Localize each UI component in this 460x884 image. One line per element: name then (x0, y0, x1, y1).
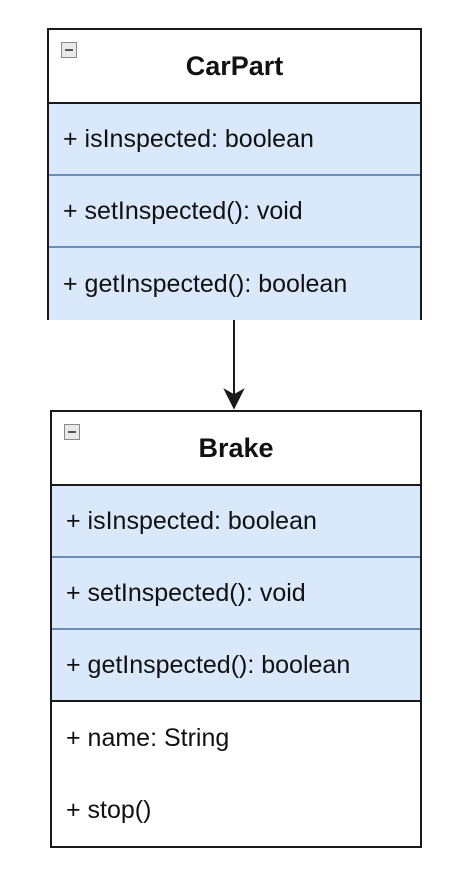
member-row[interactable]: + stop() (52, 774, 420, 846)
member-row[interactable]: + name: String (52, 702, 420, 774)
member-row[interactable]: + getInspected(): boolean (49, 248, 420, 320)
class-title-brake: Brake (198, 432, 274, 463)
class-header-brake: Brake (52, 412, 420, 486)
member-row[interactable]: + setInspected(): void (52, 558, 420, 630)
collapse-toggle-icon[interactable] (61, 42, 77, 58)
class-brake[interactable]: Brake + isInspected: boolean + setInspec… (50, 410, 422, 848)
class-carpart[interactable]: CarPart + isInspected: boolean + setInsp… (47, 28, 422, 320)
class-title-carpart: CarPart (185, 50, 284, 81)
collapse-toggle-icon[interactable] (64, 424, 80, 440)
class-header-carpart: CarPart (49, 30, 420, 104)
member-row[interactable]: + isInspected: boolean (52, 486, 420, 558)
member-row[interactable]: + getInspected(): boolean (52, 630, 420, 702)
member-row[interactable]: + isInspected: boolean (49, 104, 420, 176)
member-row[interactable]: + setInspected(): void (49, 176, 420, 248)
arrow-head (223, 388, 245, 410)
